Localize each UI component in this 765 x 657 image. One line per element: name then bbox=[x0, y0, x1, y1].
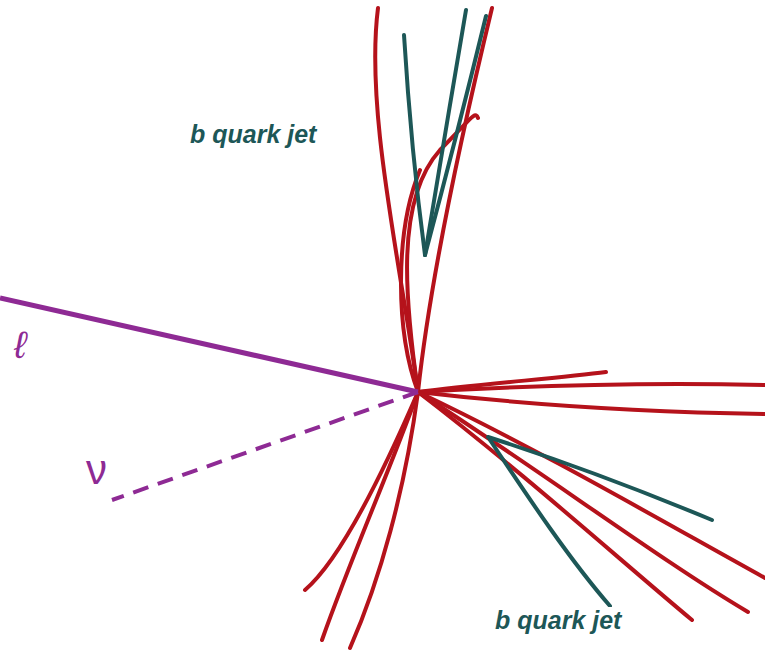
neutrino-label: ν bbox=[84, 448, 109, 492]
lepton-label: ℓ bbox=[12, 325, 28, 365]
jet-label: b quark jet bbox=[493, 607, 623, 634]
jet-label: b quark jet bbox=[188, 121, 318, 148]
particle-tracks bbox=[305, 8, 765, 648]
lepton-track bbox=[0, 298, 418, 392]
b-decay-tracks bbox=[404, 10, 712, 606]
neutrino-track bbox=[112, 392, 418, 500]
